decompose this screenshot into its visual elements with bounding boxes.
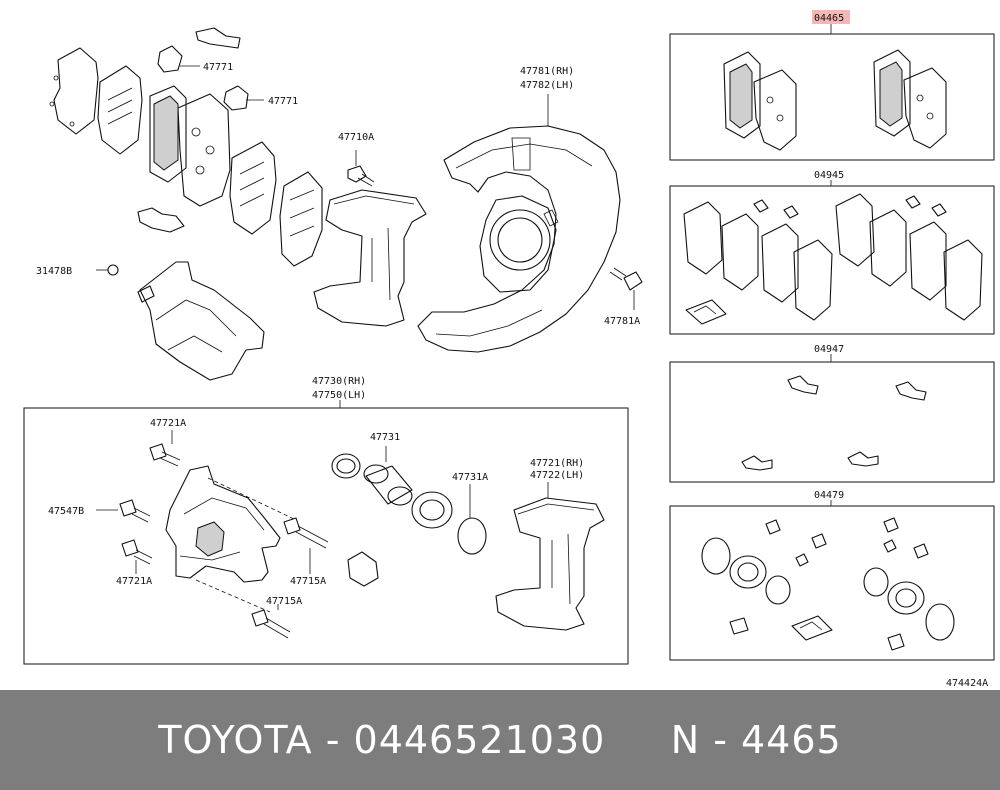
- label-kit-04465: 04465: [814, 13, 844, 24]
- mounting-bracket: [495, 497, 605, 631]
- label-47781-rh: 47781(RH): [520, 66, 574, 77]
- label-kit-04947: 04947: [814, 344, 844, 355]
- footer-caption: TOYOTA - 0446521030 N - 4465: [158, 718, 841, 762]
- kit-04945-shims: [683, 193, 983, 325]
- pad-set-exploded: [49, 27, 323, 267]
- label-47731: 47731: [370, 432, 400, 443]
- bolts-lower: [119, 443, 379, 639]
- label-47722-lh: 47722(LH): [530, 470, 584, 481]
- label-31478b: 31478B: [36, 266, 72, 277]
- label-47781a: 47781A: [604, 316, 640, 327]
- label-47710a: 47710A: [338, 132, 374, 143]
- label-47721a-top: 47721A: [150, 418, 186, 429]
- footer-part-number: 0446521030: [353, 718, 606, 762]
- caliper-body: [165, 465, 281, 583]
- label-47771-top: 47771: [203, 62, 233, 73]
- footer-reference: N - 4465: [670, 718, 842, 762]
- label-47782-lh: 47782(LH): [520, 80, 574, 91]
- label-47721-rh: 47721(RH): [530, 458, 584, 469]
- label-47771-mid: 47771: [268, 96, 298, 107]
- kit-04465-pads: [723, 49, 947, 151]
- dust-shield: [417, 125, 621, 353]
- caliper-frame: [313, 189, 427, 327]
- footer-banner: TOYOTA - 0446521030 N - 4465: [0, 690, 1000, 790]
- piston-and-seals: [331, 453, 487, 555]
- kit-04465-highlight: [812, 10, 850, 24]
- label-47715a-a: 47715A: [290, 576, 326, 587]
- footer-gap: [605, 718, 670, 762]
- kit-04479-box: [669, 505, 995, 661]
- label-47715a-b: 47715A: [266, 596, 302, 607]
- label-47730-rh: 47730(RH): [312, 376, 366, 387]
- caliper-assembly-box: [23, 407, 629, 665]
- parts-diagram: 47771 47771 31478B 47710A 47781(RH) 4778…: [23, 10, 995, 689]
- caliper-bracket-upper: [107, 261, 265, 381]
- kit-04947-box: [669, 361, 995, 483]
- label-47750-lh: 47750(LH): [312, 390, 366, 401]
- kit-04947-clips: [741, 375, 927, 471]
- footer-brand: TOYOTA: [158, 718, 313, 762]
- kit-04465-box: [669, 33, 995, 161]
- footer-separator: -: [312, 718, 354, 762]
- kit-04479-seals: [701, 517, 955, 651]
- kit-04945-box: [669, 185, 995, 335]
- parts-diagram-svg: 47771 47771 31478B 47710A 47781(RH) 4778…: [23, 10, 995, 689]
- label-47721a-bottom: 47721A: [116, 576, 152, 587]
- label-47731a: 47731A: [452, 472, 488, 483]
- label-47547b: 47547B: [48, 506, 84, 517]
- label-figure-id: 474424A: [946, 678, 988, 689]
- label-kit-04945: 04945: [814, 170, 844, 181]
- label-kit-04479: 04479: [814, 490, 844, 501]
